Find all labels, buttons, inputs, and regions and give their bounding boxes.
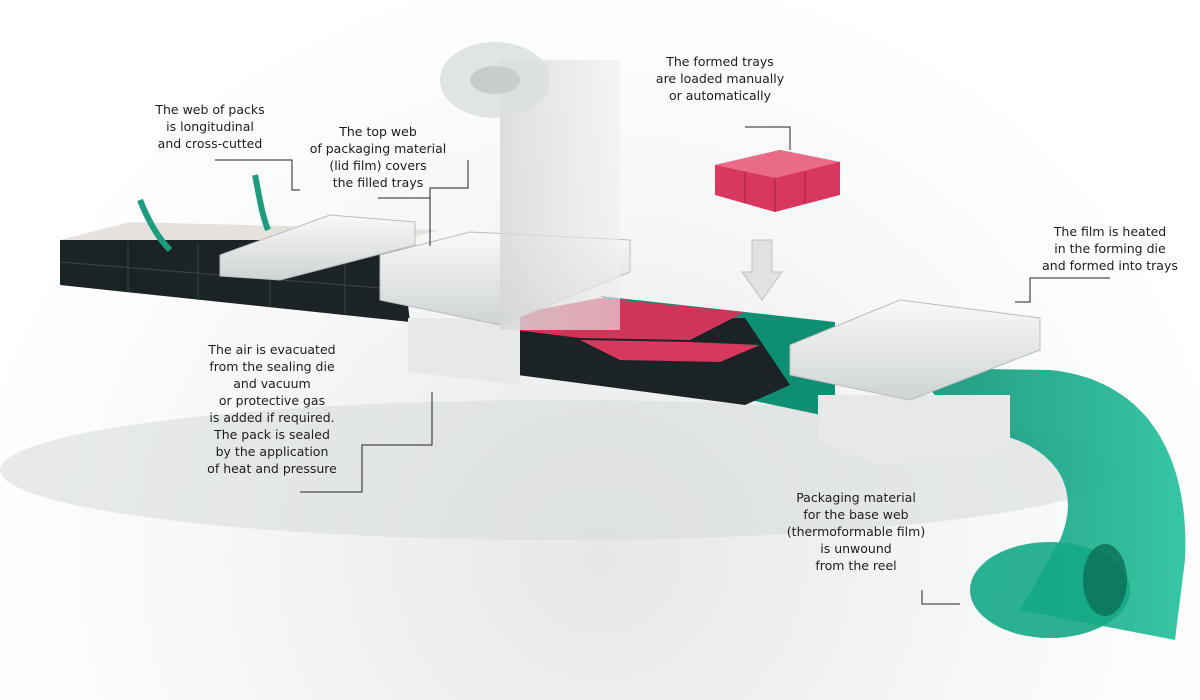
label-line: or automatically (669, 88, 771, 103)
label-line: The air is evacuated (208, 342, 336, 357)
label-base-web: Packaging material for the base web (the… (787, 489, 925, 574)
label-line: The web of packs (155, 102, 265, 117)
label-line: of packaging material (309, 141, 447, 156)
label-lid-film: The top web of packaging material (lid f… (310, 123, 447, 191)
label-loading: The formed trays are loaded manually or … (656, 53, 784, 104)
label-line: and cross-cutted (157, 136, 263, 151)
label-line: are loaded manually (655, 71, 785, 86)
label-cutting: The web of packs is longitudinal and cro… (155, 101, 264, 152)
label-line: from the reel (815, 558, 897, 573)
label-line: (thermoformable film) (786, 524, 926, 539)
label-line: The film is heated (1053, 224, 1167, 239)
down-arrow-icon (741, 239, 783, 301)
label-line: for the base web (803, 507, 909, 522)
label-line: or protective gas (218, 393, 326, 408)
label-line: The top web (339, 124, 417, 139)
forming-station (789, 299, 1041, 465)
label-line: and formed into trays (1042, 258, 1178, 273)
label-line: is unwound (820, 541, 892, 556)
cutting-station (137, 174, 416, 281)
label-line: is added if required. (209, 410, 335, 425)
label-line: and vacuum (233, 376, 311, 391)
label-line: (lid film) covers (329, 158, 427, 173)
label-line: of heat and pressure (207, 461, 337, 476)
leader-lines (215, 126, 1110, 605)
label-sealing: The air is evacuated from the sealing di… (207, 341, 337, 477)
label-line: in the forming die (1054, 241, 1166, 256)
label-forming: The film is heated in the forming die an… (1042, 223, 1178, 274)
label-line: the filled trays (332, 175, 424, 190)
lid-film-reel (440, 42, 620, 330)
label-line: from the sealing die (209, 359, 335, 374)
label-line: is longitudinal (166, 119, 254, 134)
label-line: The pack is sealed (214, 427, 330, 442)
formed-trays-loaded (715, 150, 840, 212)
label-line: Packaging material (796, 490, 916, 505)
label-line: The formed trays (666, 54, 774, 69)
reel-core (1083, 544, 1127, 616)
label-line: by the application (215, 444, 329, 459)
